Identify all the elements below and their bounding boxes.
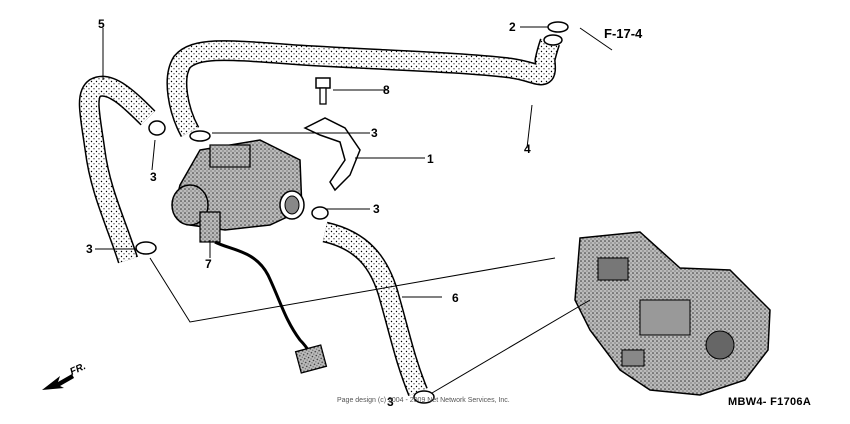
callout-8: 8 (383, 83, 390, 97)
callout-3-mid: 3 (373, 202, 380, 216)
callout-3-left: 3 (150, 170, 157, 184)
bracket-1 (303, 117, 361, 192)
hose-4 (166, 34, 563, 138)
air-injection-valve (171, 139, 305, 243)
callout-5: 5 (98, 17, 105, 31)
reference-f-17-4: F-17-4 (604, 26, 643, 41)
clamps (135, 21, 569, 404)
callout-3-upper: 3 (371, 126, 378, 140)
callout-6: 6 (452, 291, 459, 305)
hose-5 (78, 75, 156, 264)
callout-4: 4 (524, 142, 531, 156)
copyright-notice: Page design (c) 2004 - 2009 Net Network … (337, 397, 510, 404)
callout-7: 7 (205, 257, 212, 271)
callout-3-bottom: 3 (387, 395, 394, 409)
engine-block (574, 231, 771, 396)
callout-1: 1 (427, 152, 434, 166)
bolt-8 (315, 77, 331, 105)
hose-6 (322, 221, 428, 396)
callout-3-lower-left: 3 (86, 242, 93, 256)
callout-2: 2 (509, 20, 516, 34)
front-arrow-icon (42, 374, 74, 390)
leader-lines (95, 26, 613, 394)
diagram-code: MBW4- F1706A (728, 396, 812, 408)
